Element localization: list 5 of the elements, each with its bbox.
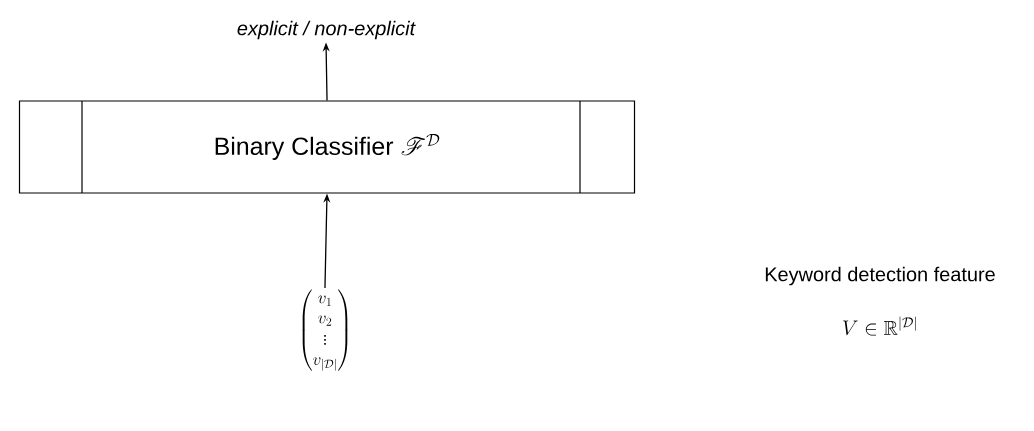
output-label: explicit / non-explicit [237,20,416,40]
caption-text: Keyword detection feature [765,266,995,286]
classifier-box: Binary Classifier $\mathscr{F}^{\mathcal{D}}$ [18,100,636,194]
feature-vector: $\begin{pmatrix} v_1 \\ v_2 \\ \vdots \\ v_{|\mathcal{D}|} \end{pmatrix}$ [302,289,348,371]
formula: $V \in \mathbb{R}^{|\mathcal{D}|}$ [843,316,916,336]
